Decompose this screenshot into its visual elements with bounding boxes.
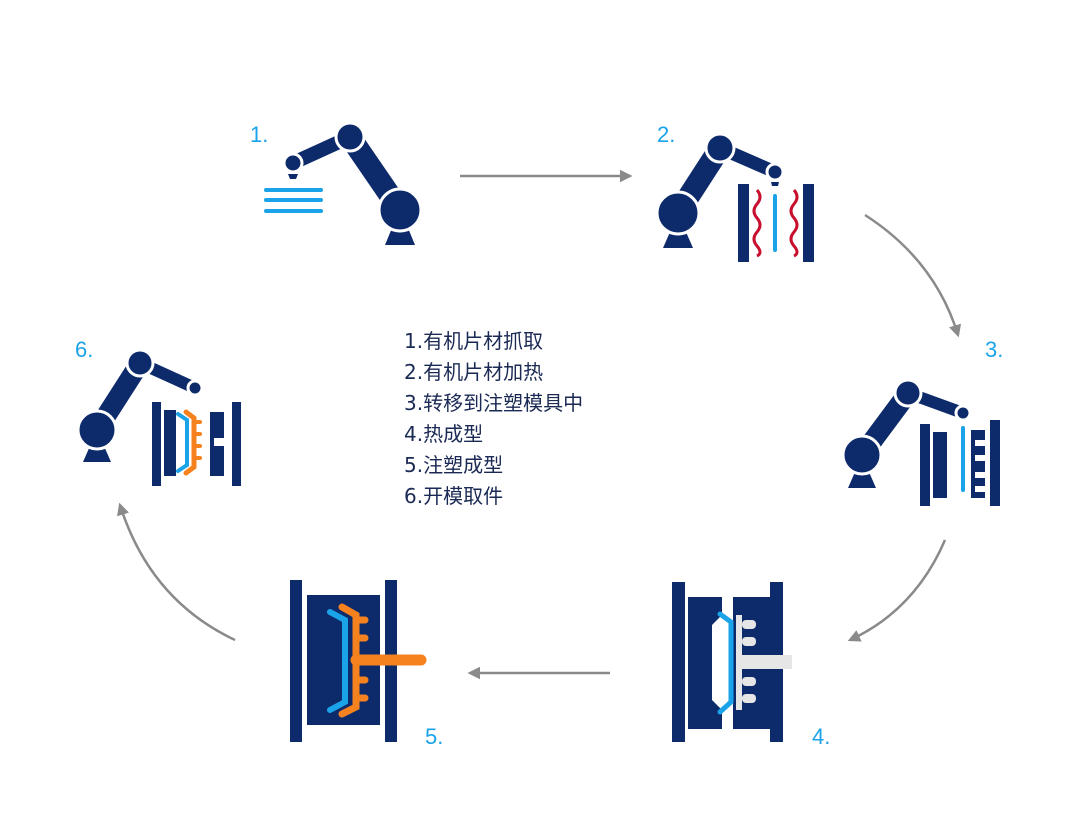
legend-item: 5.注塑成型: [404, 453, 504, 477]
arrow-3-to-4: [847, 539, 947, 642]
robot-arm-icon: [76, 348, 204, 462]
mold-closed-icon: [672, 582, 792, 742]
legend-item: 1.有机片材抓取: [404, 329, 544, 353]
step-5-injection-molding: 5.: [290, 580, 443, 749]
legend-item: 6.开模取件: [404, 484, 504, 508]
robot-arm-icon: [841, 378, 972, 488]
step-number: 6.: [75, 337, 93, 362]
step-2-heat-sheet: 2.: [655, 122, 814, 262]
step-1-grab-sheet: 1.: [250, 121, 423, 245]
step-4-thermoforming: 4.: [672, 582, 830, 749]
injection-mold-icon: [920, 420, 1000, 506]
step-legend: 1.有机片材抓取 2.有机片材加热 3.转移到注塑模具中 4.热成型 5.注塑成…: [404, 326, 583, 512]
legend-item: 3.转移到注塑模具中: [404, 391, 584, 415]
robot-arm-icon: [655, 132, 785, 248]
step-3-transfer-to-mold: 3.: [841, 337, 1003, 506]
legend-item: 2.有机片材加热: [404, 360, 544, 384]
robot-arm-icon: [282, 121, 423, 245]
cycle-arrows: [117, 169, 962, 680]
legend-item: 4.热成型: [404, 422, 484, 446]
sheet-stack-icon: [264, 188, 323, 213]
heater-station-icon: [738, 184, 814, 262]
step-number: 4.: [812, 724, 830, 749]
step-number: 1.: [250, 122, 268, 147]
step-number: 5.: [425, 724, 443, 749]
arrow-2-to-3: [864, 213, 962, 338]
step-number: 3.: [985, 337, 1003, 362]
mold-injection-icon: [290, 580, 427, 742]
mold-open-icon: [152, 402, 241, 486]
arrow-5-to-6: [117, 502, 236, 642]
step-6-demold-part: 6.: [75, 337, 241, 486]
step-number: 2.: [657, 122, 675, 147]
